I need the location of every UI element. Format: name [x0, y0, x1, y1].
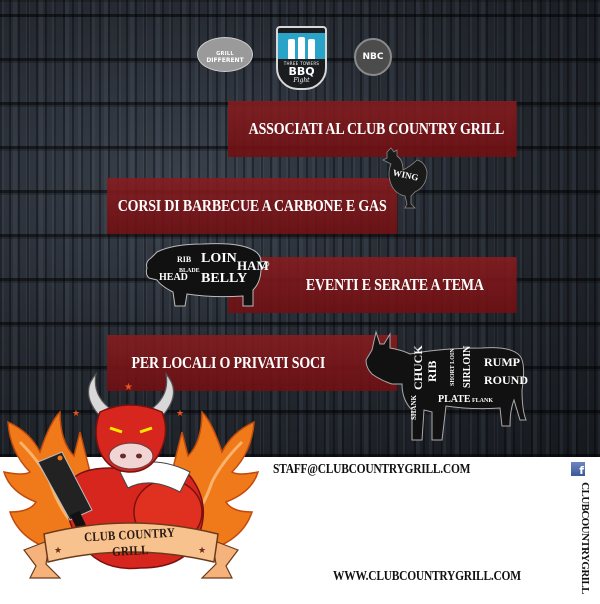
banner-locali: PER LOCALI O PRIVATI SOCI: [107, 335, 398, 391]
svg-text:PLATE: PLATE: [438, 394, 471, 405]
website-link[interactable]: WWW.CLUBCOUNTRYGRILL.COM: [333, 569, 521, 584]
facebook-icon[interactable]: f: [571, 462, 585, 476]
svg-text:HEAD: HEAD: [159, 272, 188, 283]
svg-text:RIB: RIB: [425, 361, 439, 382]
logo-text: Fight: [293, 76, 310, 84]
svg-text:★: ★: [198, 546, 206, 556]
svg-text:★: ★: [72, 409, 80, 419]
svg-text:SIRLOIN: SIRLOIN: [462, 345, 473, 388]
banner-corsi: CORSI DI BARBECUE A CARBONE E GAS: [107, 178, 398, 234]
svg-text:★: ★: [176, 409, 184, 419]
banner-text: CORSI DI BARBECUE A CARBONE E GAS: [117, 196, 387, 215]
pig-cuts-icon: HEAD RIB BLADE LOIN BELLY HAM: [143, 240, 273, 316]
logo-text: GRILL: [216, 51, 234, 57]
banner-text: ASSOCIATI AL CLUB COUNTRY GRILL: [248, 119, 505, 138]
banner-text: PER LOCALI O PRIVATI SOCI: [131, 353, 326, 372]
svg-text:SHANK: SHANK: [410, 395, 418, 420]
banner-associati: ASSOCIATI AL CLUB COUNTRY GRILL: [228, 101, 517, 157]
towers-icon: [278, 32, 325, 59]
svg-text:BLADE: BLADE: [179, 268, 200, 274]
svg-text:ROUND: ROUND: [484, 373, 528, 387]
svg-text:LOIN: LOIN: [201, 251, 237, 266]
facebook-page-name: CLUBCOUNTRYGRILL: [579, 482, 591, 594]
grill-different-logo: GRILL DIFFERENT: [197, 37, 253, 72]
chicken-cuts-icon: WING: [377, 146, 429, 210]
svg-text:RIB: RIB: [177, 255, 192, 264]
facebook-glyph: f: [579, 464, 584, 477]
svg-text:★: ★: [124, 382, 133, 393]
three-towers-bbq-logo: THREE TOWERS BBQ Fight: [276, 26, 327, 90]
mascot-ribbon-text: CLUB COUNTRY GRILL: [83, 524, 176, 559]
svg-text:SHORT LOIN: SHORT LOIN: [450, 348, 456, 386]
banner-eventi: EVENTI E SERATE A TEMA: [228, 257, 517, 313]
svg-text:FLANK: FLANK: [472, 398, 493, 404]
staff-email-link[interactable]: STAFF@CLUBCOUNTRYGRILL.COM: [273, 462, 471, 477]
svg-text:HAM: HAM: [237, 258, 269, 273]
nbc-logo: NBC: [354, 38, 392, 76]
svg-text:BELLY: BELLY: [201, 271, 247, 286]
svg-text:★: ★: [54, 546, 62, 556]
logo-text: DIFFERENT: [206, 57, 244, 64]
logo-text: NBC: [362, 52, 384, 62]
logo-text: THREE TOWERS: [283, 60, 320, 66]
svg-text:RUMP: RUMP: [484, 355, 520, 369]
facebook-page-link[interactable]: CLUBCOUNTRYGRILL: [578, 482, 592, 594]
svg-text:CHUCK: CHUCK: [411, 345, 425, 390]
logo-text: BBQ: [288, 64, 315, 78]
banner-text: EVENTI E SERATE A TEMA: [305, 275, 484, 294]
club-country-grill-mascot: ★ ★ ★ ★ ★: [0, 372, 262, 600]
cow-cuts-icon: CHUCK RIB SHORT LOIN SIRLOIN RUMP ROUND …: [362, 330, 530, 448]
